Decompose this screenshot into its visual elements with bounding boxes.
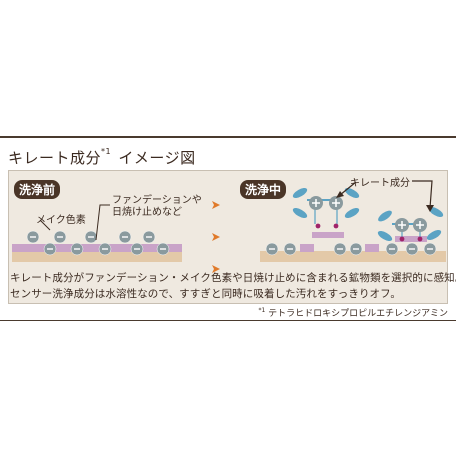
skin-layer-during xyxy=(260,251,446,262)
caption-line-1: キレート成分がファンデーション・メイク色素や日焼け止めに含まれる鉱物類を選択的に… xyxy=(10,272,456,284)
makeup-remnant-1 xyxy=(300,244,314,252)
plus-signs-2 xyxy=(398,221,424,229)
footnote: *1 テトラヒドロキシプロピルエチレンジアミン xyxy=(258,307,448,319)
diagram-title: キレート成分*1 イメージ図 xyxy=(8,147,196,167)
label-foundation-line1: ファンデーションや xyxy=(112,195,202,206)
top-rule xyxy=(0,136,456,138)
chelate-arrowhead-1 xyxy=(336,191,344,198)
chelate-pointer-1 xyxy=(339,181,357,196)
caption-line-2: センサー洗浄成分は水溶性なので、すすぎと同時に吸着した汚れをすっきりオフ。 xyxy=(10,288,401,300)
badge-during: 洗浄中 xyxy=(240,180,287,199)
mineral-particles-before xyxy=(26,230,170,256)
makeup-remnant-2 xyxy=(365,244,379,252)
label-makeup: メイク色素 xyxy=(36,215,86,226)
process-arrows xyxy=(212,201,220,273)
chelate-molecule-1 xyxy=(292,187,360,229)
chelate-pointer-2 xyxy=(412,180,433,209)
leader-makeup xyxy=(39,219,51,231)
minus-signs-before xyxy=(30,236,166,250)
makeup-layer-before xyxy=(12,244,182,252)
lifted-makeup-1 xyxy=(312,232,344,238)
lifted-makeup-2 xyxy=(395,236,427,242)
badge-before: 洗浄前 xyxy=(14,180,61,199)
label-chelate: キレート成分 xyxy=(350,178,410,189)
plus-signs-1 xyxy=(312,199,340,207)
leader-foundation xyxy=(95,204,110,241)
diagram-box xyxy=(8,170,448,304)
label-foundation-line2: 日焼け止めなど xyxy=(112,207,182,218)
skin-layer-before xyxy=(12,251,182,262)
chelate-arrowhead-2 xyxy=(426,205,434,212)
bottom-rule xyxy=(0,320,456,321)
